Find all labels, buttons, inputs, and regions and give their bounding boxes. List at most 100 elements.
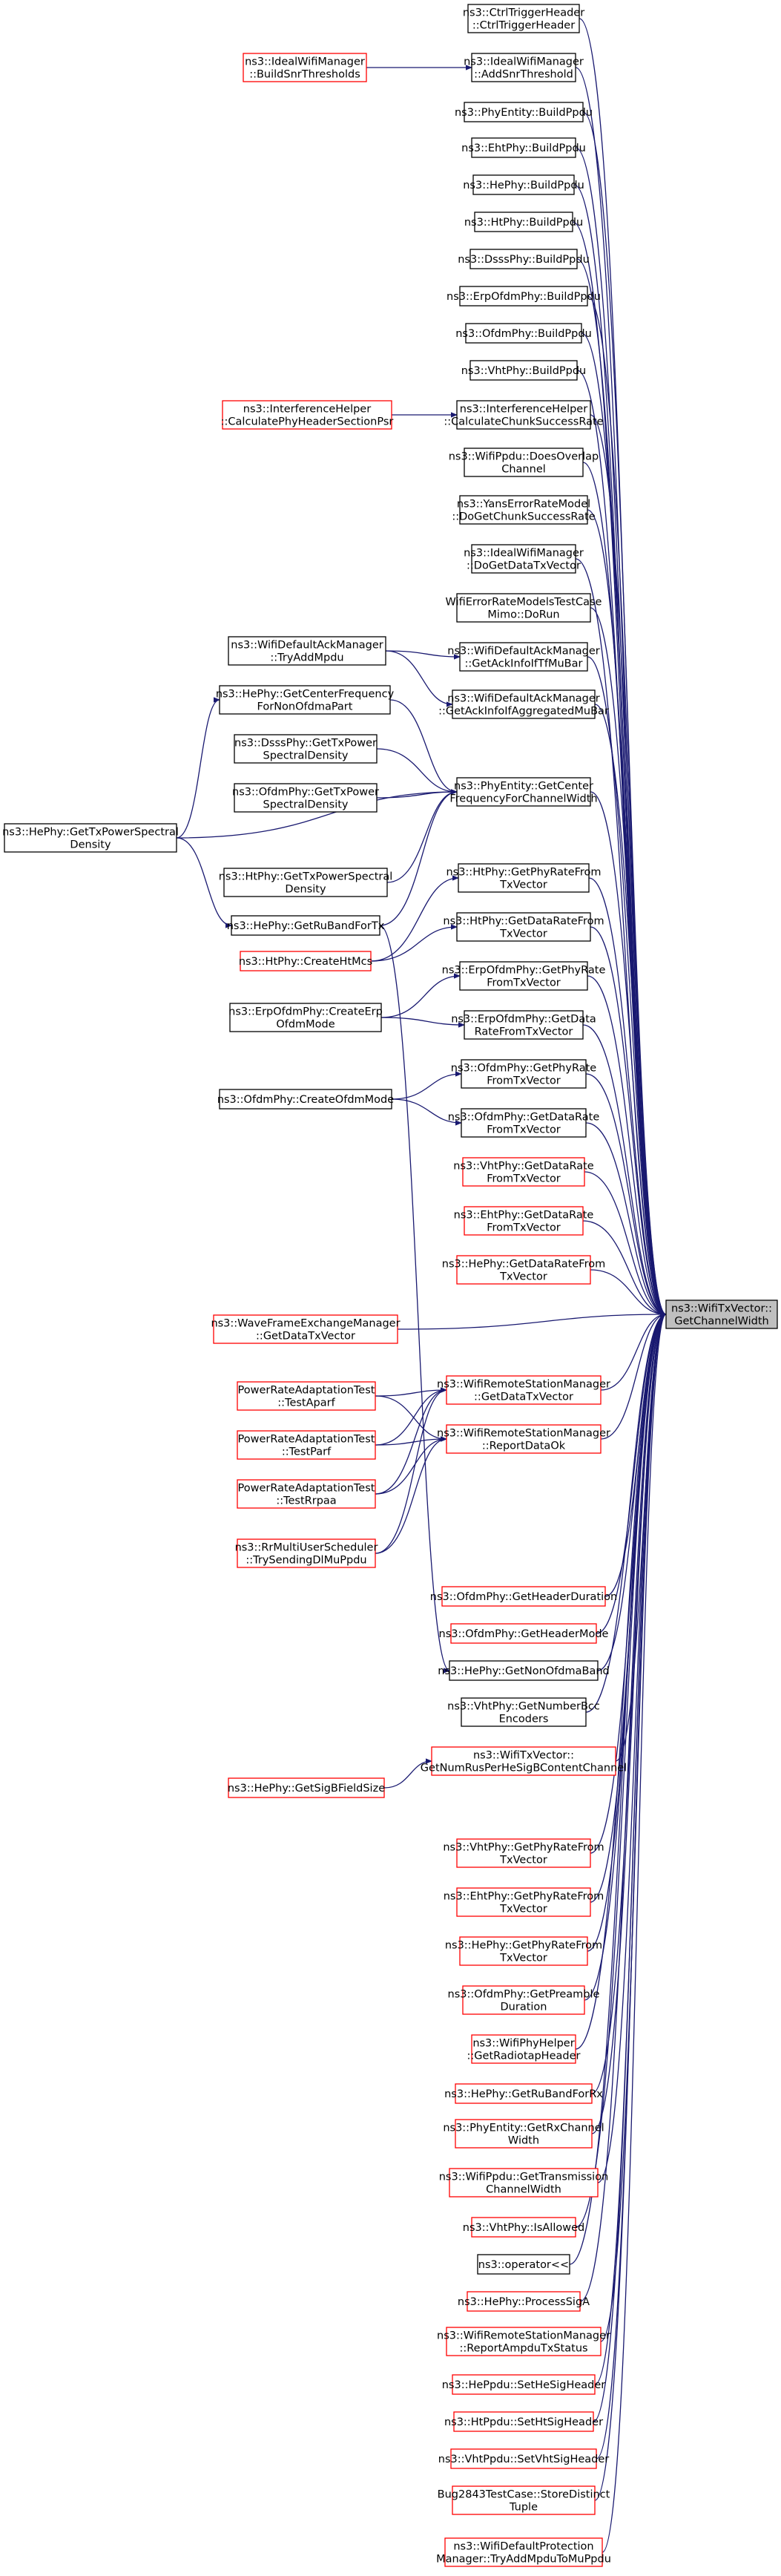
caller-function-node[interactable]: ns3::InterferenceHelper::CalculatePhyHea… xyxy=(221,400,394,430)
caller-function-node[interactable]: ns3::PhyEntity::GetCenterFrequencyForCha… xyxy=(449,777,598,807)
node-label-line: ::AddSnrThreshold xyxy=(474,69,573,81)
caller-function-node[interactable]: ns3::WifiPhyHelper::GetRadiotapHeader xyxy=(467,2034,581,2064)
node-box xyxy=(472,174,575,195)
node-label-line: FromTxVector xyxy=(487,977,561,989)
call-edge xyxy=(594,1311,667,2501)
caller-function-node[interactable]: ns3::HePhy::BuildPpdu xyxy=(463,174,584,195)
node-label-line: ns3::YansErrorRateModel xyxy=(457,499,590,511)
caller-function-node[interactable]: ns3::WifiTxVector::GetNumRusPerHeSigBCon… xyxy=(421,1746,627,1776)
call-edge xyxy=(597,1311,667,2183)
caller-function-node[interactable]: ns3::ErpOfdmPhy::BuildPpdu xyxy=(446,286,601,307)
caller-function-node[interactable]: ns3::PhyEntity::BuildPpdu xyxy=(455,102,593,122)
caller-function-node[interactable]: ns3::HePhy::GetRuBandForRx xyxy=(444,2083,603,2104)
caller-function-node[interactable]: ns3::VhtPhy::BuildPpdu xyxy=(461,360,587,381)
caller-function-node[interactable]: ns3::WifiPpdu::GetTransmissionChannelWid… xyxy=(439,2168,609,2198)
caller-function-node[interactable]: ns3::WifiRemoteStationManager::GetDataTx… xyxy=(437,1375,610,1405)
node-label-line: PowerRateAdaptationTest xyxy=(238,1434,375,1446)
caller-function-node[interactable]: ns3::CtrlTriggerHeader::CtrlTriggerHeade… xyxy=(463,4,584,33)
caller-function-node[interactable]: ns3::HePhy::GetSigBFieldSize xyxy=(228,1777,385,1798)
node-label-line: GetNumRusPerHeSigBContentChannel xyxy=(421,1763,627,1774)
node-box xyxy=(237,1538,376,1568)
caller-function-node[interactable]: ns3::WifiDefaultAckManager::GetAckInfoIf… xyxy=(438,689,609,719)
caller-function-node[interactable]: ns3::YansErrorRateModel::DoGetChunkSucce… xyxy=(452,495,596,525)
caller-function-node[interactable]: ns3::OfdmPhy::CreateOfdmMode xyxy=(217,1089,394,1110)
caller-function-node[interactable]: ns3::DsssPhy::BuildPpdu xyxy=(458,249,590,269)
node-box xyxy=(471,544,576,574)
caller-function-node[interactable]: ns3::WaveFrameExchangeManager::GetDataTx… xyxy=(211,1314,401,1344)
node-box xyxy=(219,1089,392,1110)
caller-function-node[interactable]: PowerRateAdaptationTest::TestAparf xyxy=(237,1381,376,1411)
caller-function-node[interactable]: ns3::HePhy::GetRuBandForTx xyxy=(227,915,385,936)
caller-function-node[interactable]: ns3::IdealWifiManager::AddSnrThreshold xyxy=(464,53,584,82)
caller-function-node[interactable]: ns3::RrMultiUserScheduler::TrySendingDlM… xyxy=(235,1538,378,1568)
caller-function-node[interactable]: ns3::HePhy::GetNonOfdmaBand xyxy=(438,1660,610,1681)
caller-function-node[interactable]: ns3::WifiRemoteStationManager::ReportAmp… xyxy=(437,2327,610,2356)
caller-function-node[interactable]: ns3::operator<< xyxy=(477,2254,570,2275)
node-box xyxy=(444,2537,603,2567)
caller-function-node[interactable]: ns3::HePpdu::SetHeSigHeader xyxy=(442,2374,606,2395)
caller-function-node[interactable]: ns3::WifiDefaultAckManager::GetAckInfoIf… xyxy=(447,642,600,672)
node-box xyxy=(471,53,576,82)
caller-function-node[interactable]: ns3::IdealWifiManager::BuildSnrThreshold… xyxy=(243,53,367,82)
caller-function-node[interactable]: ns3::HePhy::ProcessSigA xyxy=(458,2291,590,2312)
caller-function-node[interactable]: ns3::OfdmPhy::GetHeaderDuration xyxy=(430,1586,617,1607)
call-edge xyxy=(590,1269,667,1317)
node-label-line: ns3::HePhy::GetSigBFieldSize xyxy=(228,1783,385,1795)
node-label-line: ns3::VhtPpdu::SetVhtSigHeader xyxy=(438,2454,610,2465)
node-label-line: ns3::IdealWifiManager xyxy=(464,548,584,560)
node-box xyxy=(456,400,591,430)
caller-function-node[interactable]: ns3::HtPhy::CreateHtMcs xyxy=(239,951,372,971)
caller-function-node[interactable]: PowerRateAdaptationTest::TestParf xyxy=(237,1430,376,1460)
caller-function-node[interactable]: ns3::VhtPpdu::SetVhtSigHeader xyxy=(438,2448,610,2469)
caller-function-node[interactable]: ns3::InterferenceHelper::CalculateChunkS… xyxy=(444,400,604,430)
caller-function-node[interactable]: ns3::WifiDefaultProtectionManager::TryAd… xyxy=(436,2537,611,2567)
caller-function-node[interactable]: ns3::OfdmPhy::BuildPpdu xyxy=(455,323,592,344)
node-label-line: FromTxVector xyxy=(487,1173,561,1185)
caller-function-node[interactable]: ns3::HtPhy::BuildPpdu xyxy=(464,212,583,232)
caller-function-node[interactable]: ns3::HtPpdu::SetHtSigHeader xyxy=(444,2411,603,2432)
node-box xyxy=(452,2374,596,2395)
node-box xyxy=(461,1108,587,1138)
node-label-line: ns3::OfdmPhy::GetPhyRate xyxy=(451,1063,597,1075)
caller-function-node[interactable]: ns3::EhtPhy::BuildPpdu xyxy=(461,137,586,158)
node-label-line: ns3::WifiDefaultAckManager xyxy=(447,693,600,705)
caller-function-node[interactable]: ns3::OfdmPhy::GetHeaderMode xyxy=(439,1623,609,1644)
caller-function-node[interactable]: ns3::VhtPhy::IsAllowed xyxy=(463,2217,584,2238)
node-box xyxy=(219,685,391,715)
node-box xyxy=(431,1746,616,1776)
caller-function-node[interactable]: ns3::WifiDefaultAckManager::TryAddMpdu xyxy=(228,636,386,666)
caller-function-node[interactable]: ns3::IdealWifiManager::DoGetDataTxVector xyxy=(464,544,584,574)
node-label-line: Duration xyxy=(501,2002,547,2013)
node-box xyxy=(464,1010,584,1040)
caller-function-node[interactable]: ns3::HePhy::GetCenterFrequencyForNonOfdm… xyxy=(216,685,395,715)
caller-function-node[interactable]: ns3::WifiRemoteStationManager::ReportDat… xyxy=(437,1424,610,1454)
node-box xyxy=(240,951,372,971)
call-edge xyxy=(584,1171,667,1317)
node-label-line: ns3::PhyEntity::BuildPpdu xyxy=(455,107,593,119)
caller-function-node[interactable]: PowerRateAdaptationTest::TestRrpaa xyxy=(237,1479,376,1509)
node-box xyxy=(458,863,590,893)
